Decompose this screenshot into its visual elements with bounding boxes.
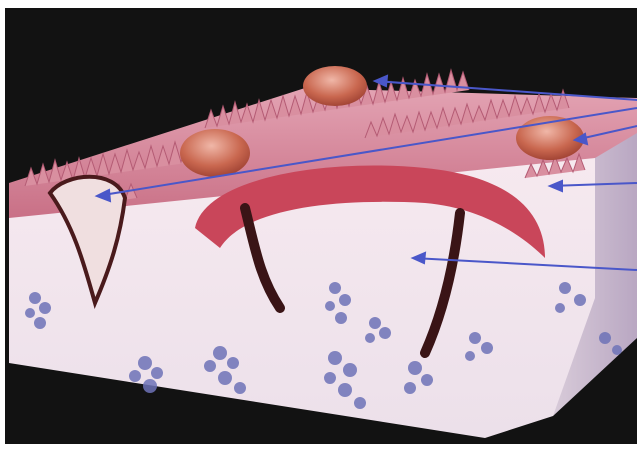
fungiform-papilla-left <box>180 129 250 177</box>
tongue-illustration-svg <box>5 8 637 444</box>
fungiform-papilla-top <box>303 66 367 106</box>
tongue-illustration <box>5 8 637 444</box>
